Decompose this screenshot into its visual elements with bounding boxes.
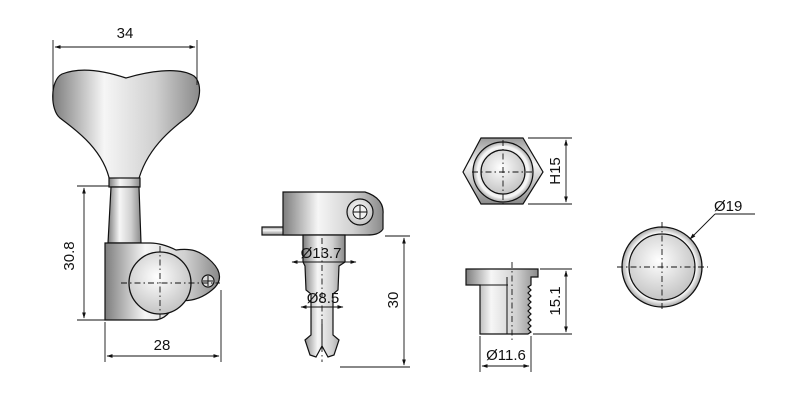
dim-side-height: 30 <box>385 292 402 309</box>
dim-bushing-height: 15.1 <box>547 286 564 315</box>
bushing <box>465 268 539 335</box>
dim-shaft-diameter: Ø8.5 <box>307 290 340 307</box>
front-view: 34 30.8 28 <box>52 25 222 362</box>
dim-housing-height: 30.8 <box>61 241 78 270</box>
bushing-view: 15.1 Ø11.6 <box>465 262 572 372</box>
dim-housing-width: 28 <box>154 337 171 354</box>
dim-nut-height: H15 <box>547 157 564 185</box>
dim-knob-width: 34 <box>117 25 134 42</box>
washer-view: Ø19 <box>617 198 755 312</box>
dim-washer-diameter: Ø19 <box>714 198 742 215</box>
tuner-shaft <box>107 186 142 244</box>
hex-nut-view: H15 <box>462 137 572 205</box>
tuner-knob <box>52 69 201 183</box>
side-view: Ø13.7 Ø8.5 30 <box>261 191 410 368</box>
dim-post-diameter: Ø13.7 <box>301 245 342 262</box>
knob-collar <box>108 177 141 188</box>
dim-bushing-diameter: Ø11.6 <box>486 347 526 364</box>
string-post <box>302 234 346 358</box>
